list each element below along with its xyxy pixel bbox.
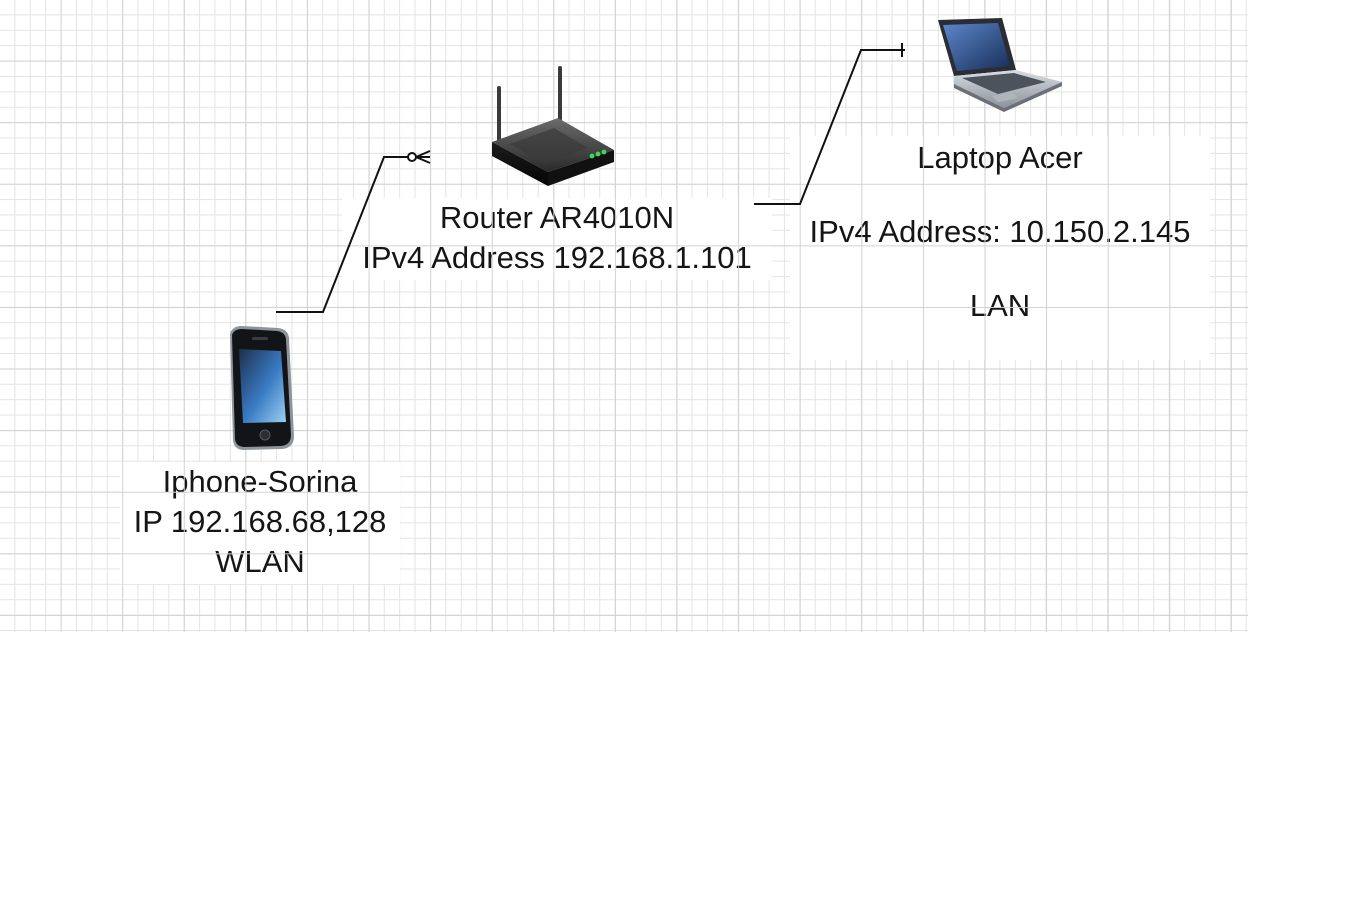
laptop-node[interactable] <box>934 16 1064 112</box>
smartphone-icon <box>230 326 294 450</box>
phone-name: Iphone-Sorina <box>162 464 358 499</box>
phone-label[interactable]: Iphone-Sorina IP 192.168.68,128 WLAN <box>120 462 400 584</box>
connector-layer <box>276 43 905 313</box>
edge-phone-router[interactable] <box>276 150 431 313</box>
router-name: Router AR4010N <box>439 200 675 235</box>
phone-address: IP 192.168.68,128 <box>133 504 387 539</box>
router-address: IPv4 Address 192.168.1.101 <box>362 240 752 275</box>
router-label[interactable]: Router AR4010N IPv4 Address 192.168.1.10… <box>342 198 772 280</box>
diagram-canvas: Router AR4010N IPv4 Address 192.168.1.10… <box>0 0 1248 632</box>
phone-connection: WLAN <box>215 544 305 579</box>
phone-node[interactable] <box>224 324 296 452</box>
crowfoot-marker-icon <box>415 150 431 164</box>
zero-marker-icon <box>407 152 417 162</box>
laptop-address: IPv4 Address: 10.150.2.145 <box>809 214 1191 249</box>
wireless-router-icon <box>492 66 614 186</box>
laptop-name: Laptop Acer <box>917 140 1083 175</box>
laptop-icon <box>938 18 1062 112</box>
laptop-connection: LAN <box>969 288 1031 323</box>
edge-router-laptop[interactable] <box>754 43 905 205</box>
laptop-label[interactable]: Laptop Acer IPv4 Address: 10.150.2.145 L… <box>790 136 1210 360</box>
router-node[interactable] <box>488 64 618 190</box>
